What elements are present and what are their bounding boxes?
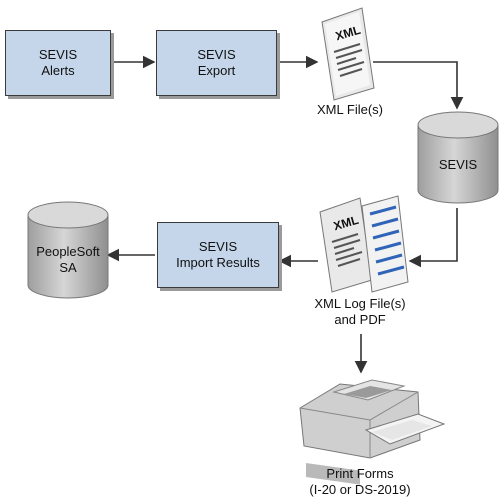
sevis-import-line1: SEVIS [198, 239, 238, 254]
arrow-sevis-to-log [408, 208, 458, 268]
sevis-database-label: SEVIS [438, 157, 478, 172]
peoplesoft-line2: SA [59, 260, 77, 275]
peoplesoft-line1: PeopleSoft [36, 244, 100, 259]
print-forms-line1: Print Forms [326, 466, 394, 481]
print-forms-line2: (I-20 or DS-2019) [309, 482, 411, 497]
peoplesoft-database-icon [27, 201, 109, 299]
sevis-import-line2: Import Results [176, 255, 260, 270]
sevis-alerts-box: SEVIS Alerts [5, 30, 111, 96]
xml-files-caption: XML File(s) [317, 102, 383, 117]
printer-icon [299, 379, 446, 485]
sevis-export-line1: SEVIS [197, 47, 236, 62]
sevis-database-icon [417, 111, 499, 204]
sevis-import-results-box: SEVIS Import Results [157, 222, 279, 288]
sevis-alerts-line1: SEVIS [38, 47, 78, 62]
sevis-export-box: SEVIS Export [156, 30, 277, 96]
xml-log-caption-line2: and PDF [334, 312, 386, 327]
sevis-alerts-line2: Alerts [41, 63, 75, 78]
pdf-document-icon [361, 195, 409, 293]
sevis-export-line2: Export [197, 63, 236, 78]
print-forms-caption: Print Forms (I-20 or DS-2019) [300, 466, 420, 498]
xml-log-caption-line1: XML Log File(s) [314, 296, 406, 311]
peoplesoft-database-label: PeopleSoft SA [28, 244, 108, 276]
xml-log-caption: XML Log File(s) and PDF [300, 296, 420, 328]
xml-log-document-icon [319, 197, 373, 293]
xml-document-icon [321, 7, 375, 101]
arrow-xml-to-sevis [373, 61, 464, 110]
